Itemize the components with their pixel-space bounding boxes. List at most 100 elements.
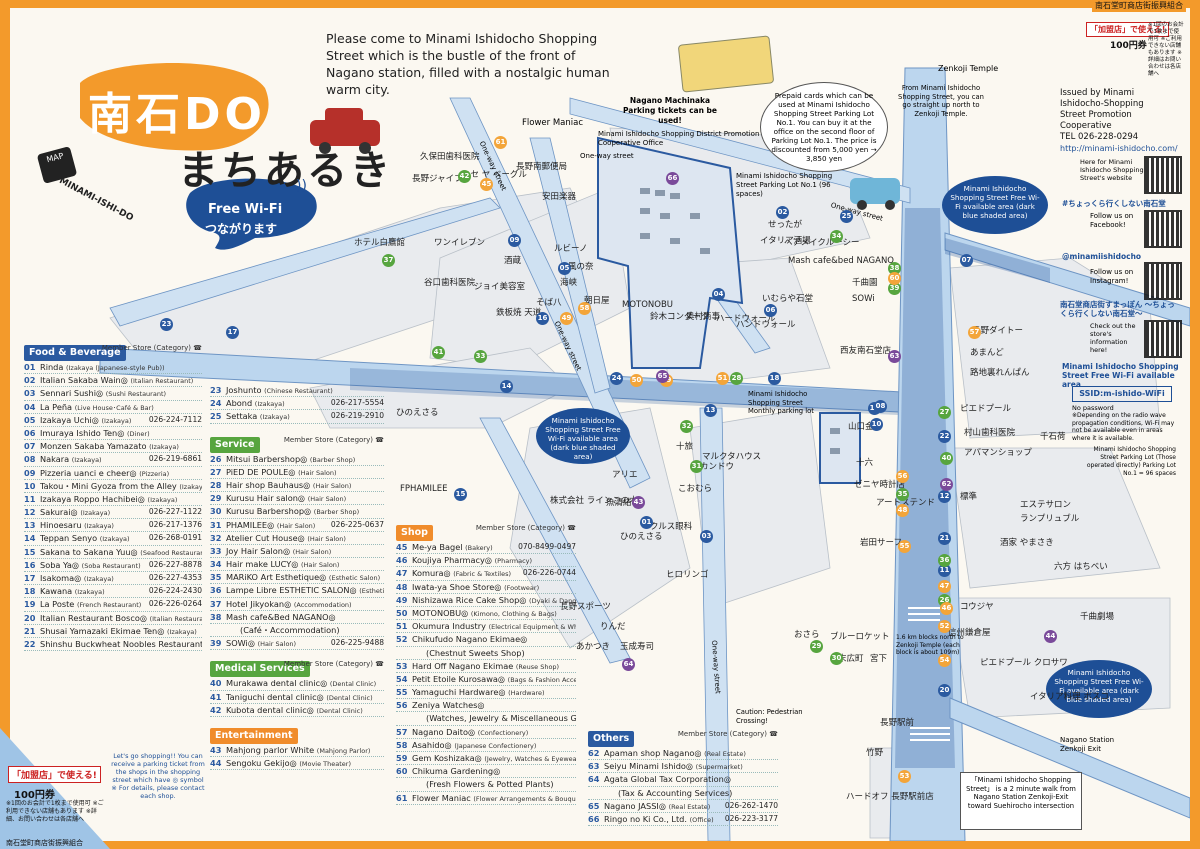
map-label[interactable]: 千曲園 xyxy=(852,278,878,288)
map-label[interactable]: コウジヤ xyxy=(960,602,994,612)
map-label[interactable]: 長野駅前 xyxy=(880,718,915,728)
map-pin-46[interactable]: 46 xyxy=(940,602,953,615)
map-label[interactable]: MOTONOBU xyxy=(622,300,674,310)
map-pin-15[interactable]: 15 xyxy=(454,488,467,501)
map-pin-07[interactable]: 07 xyxy=(960,254,973,267)
map-label[interactable]: 村山歯科医院 xyxy=(964,428,1016,438)
map-label[interactable]: 長野ダイトー xyxy=(972,326,1024,336)
map-pin-22[interactable]: 22 xyxy=(938,430,951,443)
map-label[interactable]: 長野スポーツ xyxy=(560,602,611,612)
map-pin-51[interactable]: 51 xyxy=(716,372,729,385)
map-label[interactable]: 奥村商事 xyxy=(686,312,721,322)
map-label[interactable]: あかつき xyxy=(576,642,611,652)
map-pin-61[interactable]: 61 xyxy=(494,136,507,149)
map-pin-65[interactable]: 65 xyxy=(656,370,669,383)
map-label[interactable]: イタリア酒場 xyxy=(760,236,811,246)
map-label[interactable]: せったが xyxy=(768,220,803,230)
store-qr[interactable] xyxy=(1144,320,1182,358)
map-label[interactable]: ワンイレブン xyxy=(434,238,486,248)
map-pin-50[interactable]: 50 xyxy=(630,374,643,387)
map-label[interactable]: 十旅 xyxy=(676,442,694,452)
map-label[interactable]: りんだ xyxy=(600,622,626,632)
map-label[interactable]: 路地裏れんぱん xyxy=(970,368,1030,378)
issuer-url[interactable]: http://minami-ishidocho.com/ xyxy=(1060,144,1178,153)
map-label[interactable]: ひのえさる xyxy=(620,532,663,542)
map-pin-47[interactable]: 47 xyxy=(938,580,951,593)
map-pin-17[interactable]: 17 xyxy=(226,326,239,339)
map-label[interactable]: 海峡 xyxy=(560,278,578,288)
map-pin-29[interactable]: 29 xyxy=(810,640,823,653)
map-pin-63[interactable]: 63 xyxy=(888,350,901,363)
map-label[interactable]: いむらや石堂 xyxy=(762,294,814,304)
map-label[interactable]: 十六 xyxy=(856,458,874,468)
map-label[interactable]: 久保田歯科医院 xyxy=(420,152,480,162)
map-pin-52[interactable]: 52 xyxy=(938,620,951,633)
map-pin-54[interactable]: 54 xyxy=(938,654,951,667)
map-pin-55[interactable]: 55 xyxy=(898,540,911,553)
map-pin-02[interactable]: 02 xyxy=(776,206,789,219)
map-label[interactable]: 朝日屋 xyxy=(584,296,610,306)
map-label[interactable]: 鈴木コンダーク xyxy=(650,312,710,322)
map-label[interactable]: 標準 xyxy=(960,492,978,502)
map-pin-42[interactable]: 42 xyxy=(458,170,471,183)
map-pin-58[interactable]: 58 xyxy=(578,302,591,315)
map-label[interactable]: 鉄板焼 天道 xyxy=(496,308,542,318)
map-pin-64[interactable]: 64 xyxy=(622,658,635,671)
map-pin-43[interactable]: 43 xyxy=(632,496,645,509)
street-map[interactable] xyxy=(10,8,1190,841)
map-pin-13[interactable]: 13 xyxy=(704,404,717,417)
map-label[interactable]: 風の奈 xyxy=(568,262,594,272)
map-label[interactable]: ヘアメイクルーシー xyxy=(784,238,860,248)
map-pin-30[interactable]: 30 xyxy=(830,652,843,665)
map-pin-04[interactable]: 04 xyxy=(712,288,725,301)
map-label[interactable]: ヒロリンゴ xyxy=(666,570,709,580)
map-label[interactable]: SOWi xyxy=(852,294,875,304)
map-pin-66[interactable]: 66 xyxy=(666,172,679,185)
map-label[interactable]: ゼニヤ時計店 xyxy=(854,480,906,490)
map-label[interactable]: ハードウォール xyxy=(716,314,776,324)
map-pin-34[interactable]: 34 xyxy=(830,230,843,243)
map-label[interactable]: 酒家 やまさき xyxy=(1000,538,1054,548)
map-label[interactable]: おさら xyxy=(794,630,820,640)
map-pin-18[interactable]: 18 xyxy=(768,372,781,385)
map-pin-01[interactable]: 01 xyxy=(640,516,653,529)
map-label[interactable]: 株式会社 ラインこの木 xyxy=(550,496,638,506)
map-pin-39[interactable]: 39 xyxy=(888,282,901,295)
map-pin-05[interactable]: 05 xyxy=(558,262,571,275)
map-label[interactable]: 信州鎌倉屋 xyxy=(948,628,991,638)
map-label[interactable]: 千曲劇場 xyxy=(1080,612,1115,622)
map-label[interactable]: イタリア料理 ボスコ xyxy=(1030,692,1109,702)
map-label[interactable]: Mash cafe&bed NAGANO xyxy=(788,256,894,266)
map-label[interactable]: ランプリュブル xyxy=(1020,514,1080,524)
map-pin-60[interactable]: 60 xyxy=(888,272,901,285)
map-label[interactable]: あまんど xyxy=(970,348,1004,358)
map-label[interactable]: カンドウ xyxy=(700,462,735,472)
map-pin-23[interactable]: 23 xyxy=(160,318,173,331)
map-label[interactable]: アリエ xyxy=(612,470,638,480)
map-pin-40[interactable]: 40 xyxy=(940,452,953,465)
map-label[interactable]: アパマンショップ xyxy=(964,448,1032,458)
map-pin-10[interactable]: 10 xyxy=(870,418,883,431)
map-pin-56[interactable]: 56 xyxy=(896,470,909,483)
map-label[interactable]: 長野南郵便局 xyxy=(516,162,568,172)
map-pin-53[interactable]: 53 xyxy=(898,770,911,783)
map-label[interactable]: アートステンド xyxy=(876,498,935,508)
map-label[interactable]: 谷口歯科医院 xyxy=(424,278,476,288)
map-pin-14[interactable]: 14 xyxy=(500,380,513,393)
website-qr[interactable] xyxy=(1144,156,1182,194)
facebook-qr[interactable] xyxy=(1144,210,1182,248)
map-label[interactable]: 宮下 xyxy=(870,654,888,664)
map-label[interactable]: 西友南石堂店 xyxy=(840,346,892,356)
map-label[interactable]: エステサロン xyxy=(1020,500,1072,510)
map-pin-28[interactable]: 28 xyxy=(730,372,743,385)
map-pin-20[interactable]: 20 xyxy=(938,684,951,697)
map-label[interactable]: ジョイ美容室 xyxy=(474,282,526,292)
map-pin-11[interactable]: 11 xyxy=(938,564,951,577)
map-pin-57[interactable]: 57 xyxy=(968,326,981,339)
instagram-qr[interactable] xyxy=(1144,262,1182,300)
map-label[interactable]: ミセ ヤ ベーグル xyxy=(462,170,527,180)
map-pin-03[interactable]: 03 xyxy=(700,530,713,543)
map-label[interactable]: ホテル白鷹館 xyxy=(354,238,406,248)
map-pin-38[interactable]: 38 xyxy=(888,262,901,275)
map-pin-41[interactable]: 41 xyxy=(432,346,445,359)
